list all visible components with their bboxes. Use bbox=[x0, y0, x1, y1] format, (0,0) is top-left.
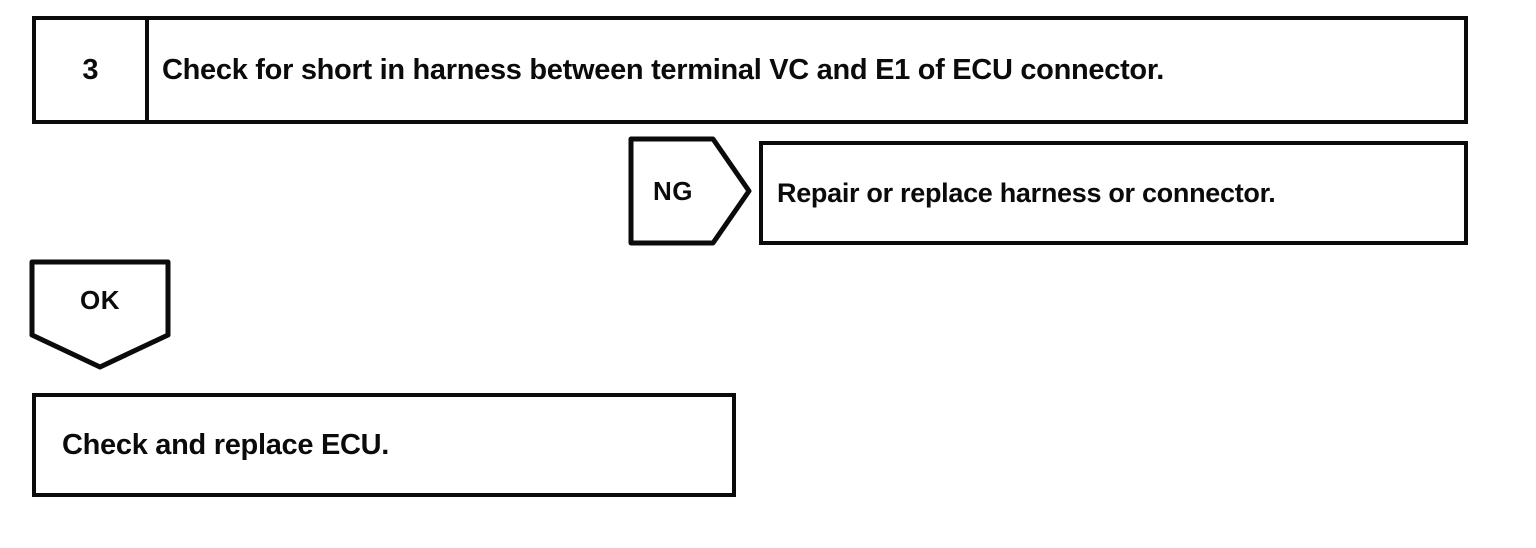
ng-action-text: Repair or replace harness or connector. bbox=[777, 177, 1276, 208]
ng-branch-label: NG bbox=[653, 175, 693, 206]
step-box: 3 Check for short in harness between ter… bbox=[32, 16, 1468, 124]
ng-pentagon-shape bbox=[628, 136, 752, 246]
ok-branch-label: OK bbox=[80, 284, 120, 315]
ok-action-text: Check and replace ECU. bbox=[62, 428, 390, 461]
ng-pentagon-arrow-icon bbox=[628, 136, 752, 246]
ok-action-box: Check and replace ECU. bbox=[32, 393, 736, 497]
ng-action-box: Repair or replace harness or connector. bbox=[759, 141, 1468, 245]
step-number: 3 bbox=[36, 20, 149, 120]
ok-pentagon-arrow-icon bbox=[29, 259, 171, 370]
ok-pentagon-shape bbox=[29, 259, 171, 370]
step-instruction: Check for short in harness between termi… bbox=[162, 53, 1164, 86]
